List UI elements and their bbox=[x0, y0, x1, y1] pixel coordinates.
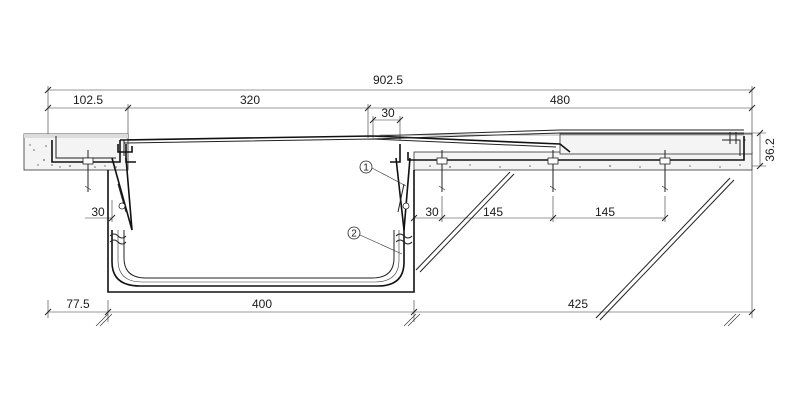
dim-right-gap: 30 bbox=[425, 205, 439, 219]
dim-anchor-spacing-1: 145 bbox=[483, 205, 503, 219]
dim-left-gap: 30 bbox=[91, 205, 105, 219]
right-slab bbox=[407, 132, 753, 171]
support-struts bbox=[415, 171, 735, 321]
dim-trough-width: 400 bbox=[252, 297, 272, 311]
ground-break-marks bbox=[95, 313, 741, 327]
callout-1: 1 bbox=[359, 160, 407, 187]
cover-plate bbox=[117, 129, 744, 156]
dim-left-edge: 102.5 bbox=[73, 93, 103, 107]
callout-2-label: 2 bbox=[351, 229, 357, 240]
dimension-labels: 902.5 102.5 320 30 480 36.2 30 30 145 14… bbox=[66, 73, 777, 311]
dim-bottom-left: 77.5 bbox=[66, 297, 90, 311]
dim-overall: 902.5 bbox=[373, 73, 403, 87]
dim-cover-overlap: 30 bbox=[381, 106, 395, 120]
gutter-trough bbox=[107, 144, 415, 293]
callout-2: 2 bbox=[347, 226, 403, 255]
dim-anchor-spacing-2: 145 bbox=[595, 205, 615, 219]
dim-cover-span: 320 bbox=[240, 93, 260, 107]
dim-right-span: 480 bbox=[550, 93, 570, 107]
left-slab bbox=[23, 133, 129, 171]
dim-thickness: 36.2 bbox=[763, 138, 777, 162]
callout-1-label: 1 bbox=[363, 163, 369, 174]
dim-bottom-right: 425 bbox=[568, 297, 588, 311]
anchor-bolts bbox=[82, 150, 671, 192]
